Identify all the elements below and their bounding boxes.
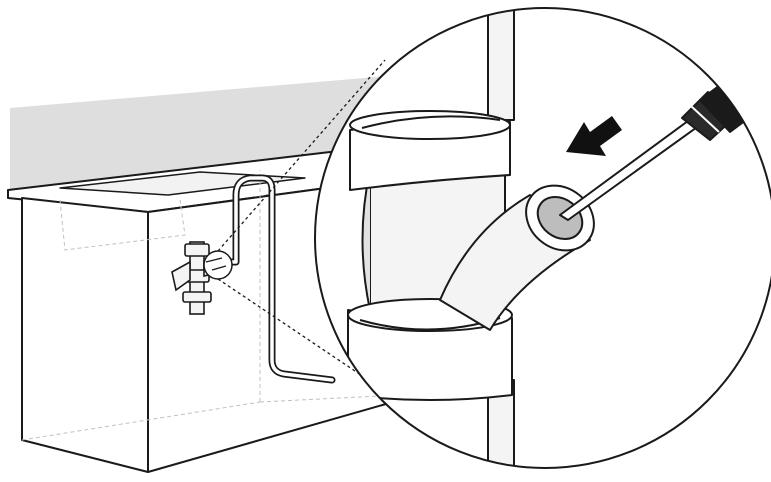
callout-lines	[217, 59, 426, 419]
direction-arrow-icon	[566, 116, 622, 156]
zoom-detail	[314, 7, 771, 469]
upper-pipe	[487, 8, 515, 121]
drain-hose	[214, 174, 336, 384]
cabinet-hidden-edges	[21, 170, 401, 441]
cabinet-side	[21, 197, 149, 473]
detail-marker	[203, 250, 233, 280]
